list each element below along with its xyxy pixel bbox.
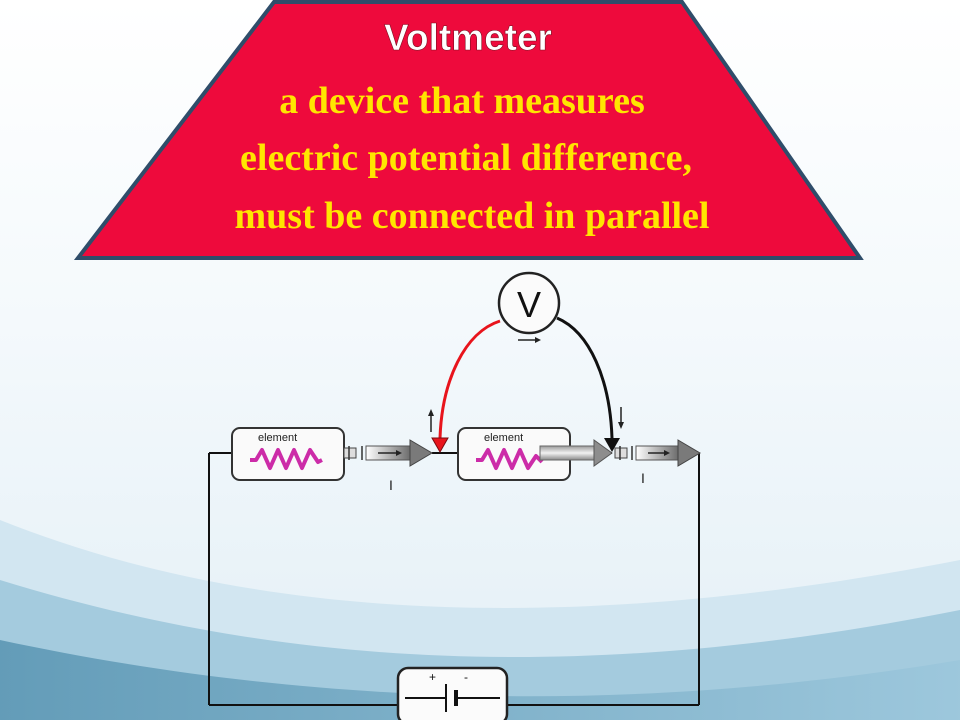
definition-line-3: must be connected in parallel [235, 195, 710, 237]
current-arrow-1 [343, 439, 433, 467]
voltmeter: V [497, 271, 561, 343]
voltmeter-symbol: V [517, 284, 541, 325]
element-2-connector-tip [593, 439, 613, 467]
current-arrow-2 [614, 439, 701, 467]
battery-plus-label: + [429, 670, 436, 684]
battery: + - [396, 666, 509, 720]
resistor-zigzag-1-icon [250, 448, 323, 470]
resistor-zigzag-2-icon [476, 448, 544, 470]
circuit-wires [208, 452, 700, 706]
positive-probe-tip-icon [431, 437, 449, 454]
background-wave-bottom [0, 640, 960, 720]
positive-lead [428, 319, 501, 454]
definition-line-2: electric potential difference, [240, 137, 692, 179]
title-banner [73, 0, 864, 260]
element-2-connector [539, 445, 597, 461]
current-label-1: I [389, 477, 393, 493]
element-label-1: element [258, 432, 297, 444]
voltmeter-dial-icon [497, 271, 561, 335]
resistor-element-1: element [231, 427, 345, 481]
battery-icon [396, 666, 509, 720]
negative-lead [556, 316, 624, 452]
battery-minus-label: - [464, 670, 468, 684]
current-label-2: I [641, 470, 645, 486]
definition-line-1: a device that measures [279, 80, 645, 122]
negative-probe-tip-icon [604, 438, 620, 452]
slide-title: Voltmeter [384, 17, 552, 58]
element-label-2: element [484, 432, 523, 444]
resistor-element-2: element [457, 427, 571, 481]
